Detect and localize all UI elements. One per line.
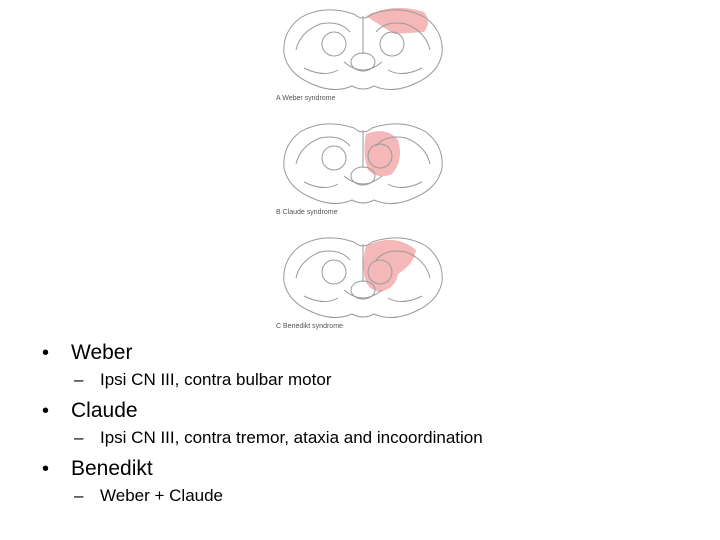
dash-icon: – [74,428,84,447]
bullet-label: Weber [71,341,133,364]
panel-weber: A Weber syndrome [274,2,452,110]
sub-bullet-benedikt: – Weber + Claude [42,486,483,515]
sub-bullet-text: Weber + Claude [100,486,224,505]
bullet-list: • Weber – Ipsi CN III, contra bulbar mot… [42,341,483,515]
lesion-area [364,131,400,177]
midbrain-cross-section-benedikt [283,237,443,318]
panel-benedikt: C Benedikt syndrome [274,230,452,338]
panel-claude: B Claude syndrome [274,116,452,224]
bullet-label: Benedikt [71,457,153,480]
bullet-item-benedikt: • Benedikt [42,457,483,486]
lesion-area [366,7,428,34]
bullet-icon: • [42,342,50,364]
bullet-icon: • [42,400,50,422]
dash-icon: – [74,486,84,505]
bullet-item-weber: • Weber [42,341,483,370]
midbrain-cross-section-weber [283,7,443,90]
panel-caption: A Weber syndrome [276,95,336,102]
lesion-area [363,239,416,292]
sub-bullet-weber: – Ipsi CN III, contra bulbar motor [42,370,483,399]
bullet-label: Claude [71,399,138,422]
sub-bullet-text: Ipsi CN III, contra tremor, ataxia and i… [100,428,483,447]
panel-caption: C Benedikt syndrome [276,323,343,330]
dash-icon: – [74,370,84,389]
bullet-icon: • [42,458,50,480]
sub-bullet-claude: – Ipsi CN III, contra tremor, ataxia and… [42,428,483,457]
bullet-item-claude: • Claude [42,399,483,428]
midbrain-cross-section-claude [283,123,443,204]
midbrain-lesion-figure: A Weber syndrome B Claude syndrome [274,0,452,338]
sub-bullet-text: Ipsi CN III, contra bulbar motor [100,370,332,389]
panel-caption: B Claude syndrome [276,209,338,216]
